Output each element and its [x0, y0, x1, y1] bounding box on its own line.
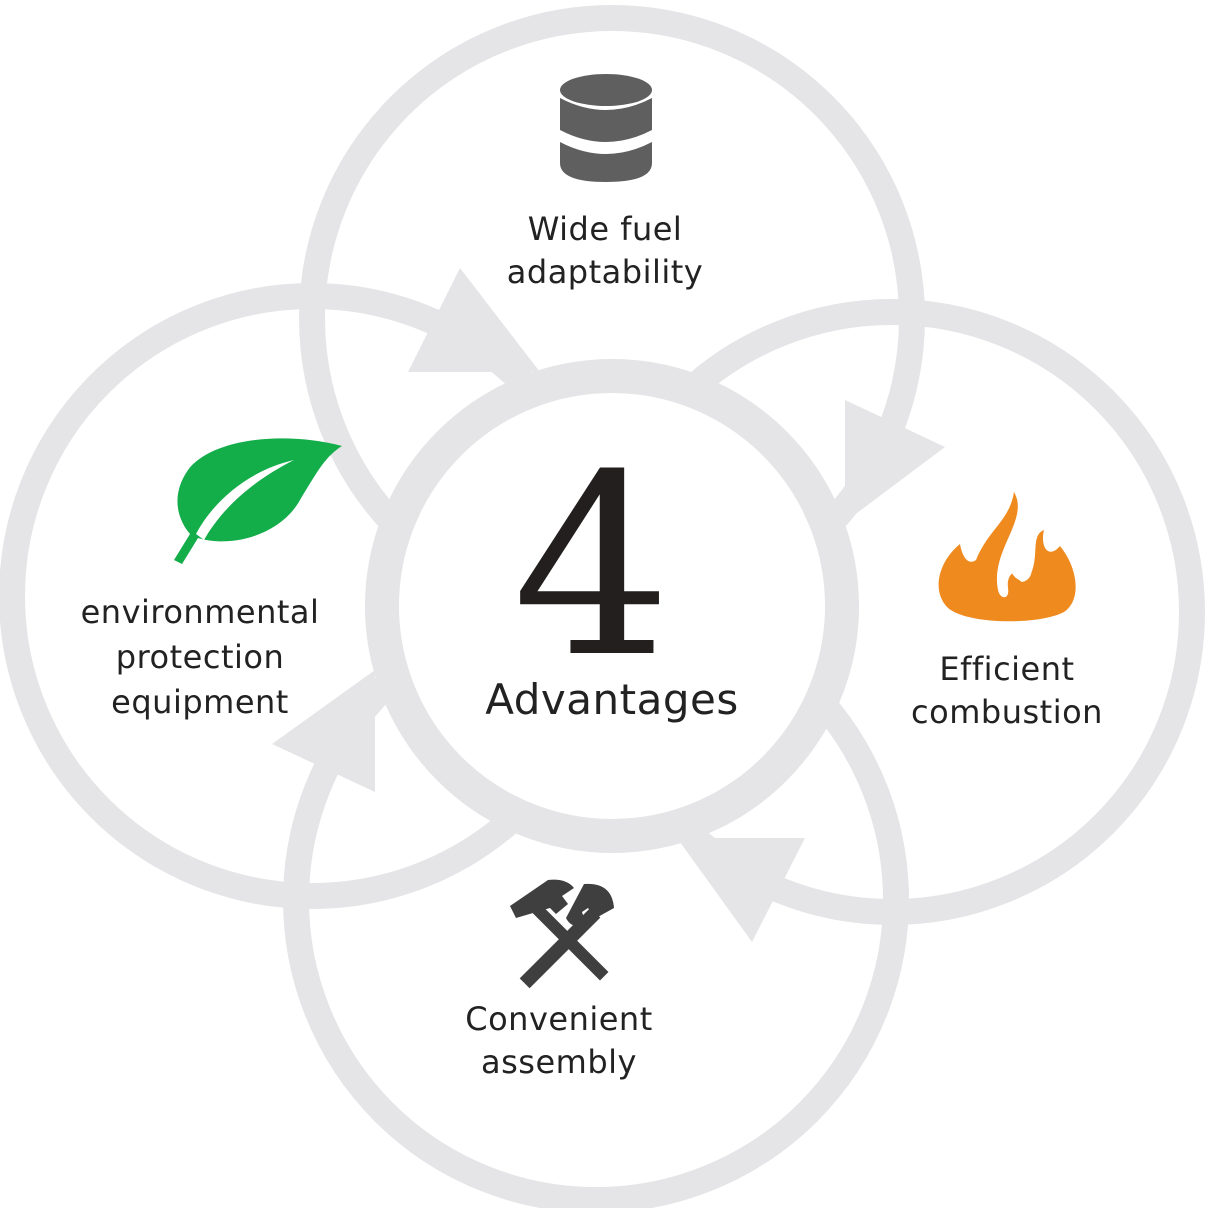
- label-wide-fuel-adaptability: Wide fuel adaptability: [455, 208, 755, 294]
- label-line: adaptability: [506, 253, 704, 291]
- tools-icon: [510, 879, 614, 989]
- database-icon: [560, 74, 652, 182]
- label-line: combustion: [911, 693, 1103, 731]
- leaf-icon: [174, 438, 342, 564]
- arrowhead-top-right: [845, 400, 945, 522]
- label-line: Convenient: [465, 1000, 653, 1038]
- center-title: Advantages: [485, 675, 739, 724]
- label-line: protection: [115, 638, 285, 676]
- arrowhead-bottom-left: [272, 670, 375, 792]
- flame-icon: [938, 492, 1076, 622]
- center-ring: [365, 359, 859, 853]
- label-line: Efficient: [939, 650, 1075, 688]
- label-convenient-assembly: Convenient assembly: [409, 998, 709, 1084]
- label-environmental-protection-equipment: environmental protection equipment: [40, 590, 360, 725]
- center-number: 4: [512, 421, 672, 712]
- label-line: Wide fuel: [527, 210, 683, 248]
- label-line: assembly: [481, 1043, 637, 1081]
- label-efficient-combustion: Efficient combustion: [857, 648, 1157, 734]
- label-line: environmental: [80, 593, 320, 631]
- arrowhead-bottom-right: [677, 838, 805, 942]
- label-line: equipment: [111, 683, 289, 721]
- arrowhead-top-left: [408, 268, 540, 372]
